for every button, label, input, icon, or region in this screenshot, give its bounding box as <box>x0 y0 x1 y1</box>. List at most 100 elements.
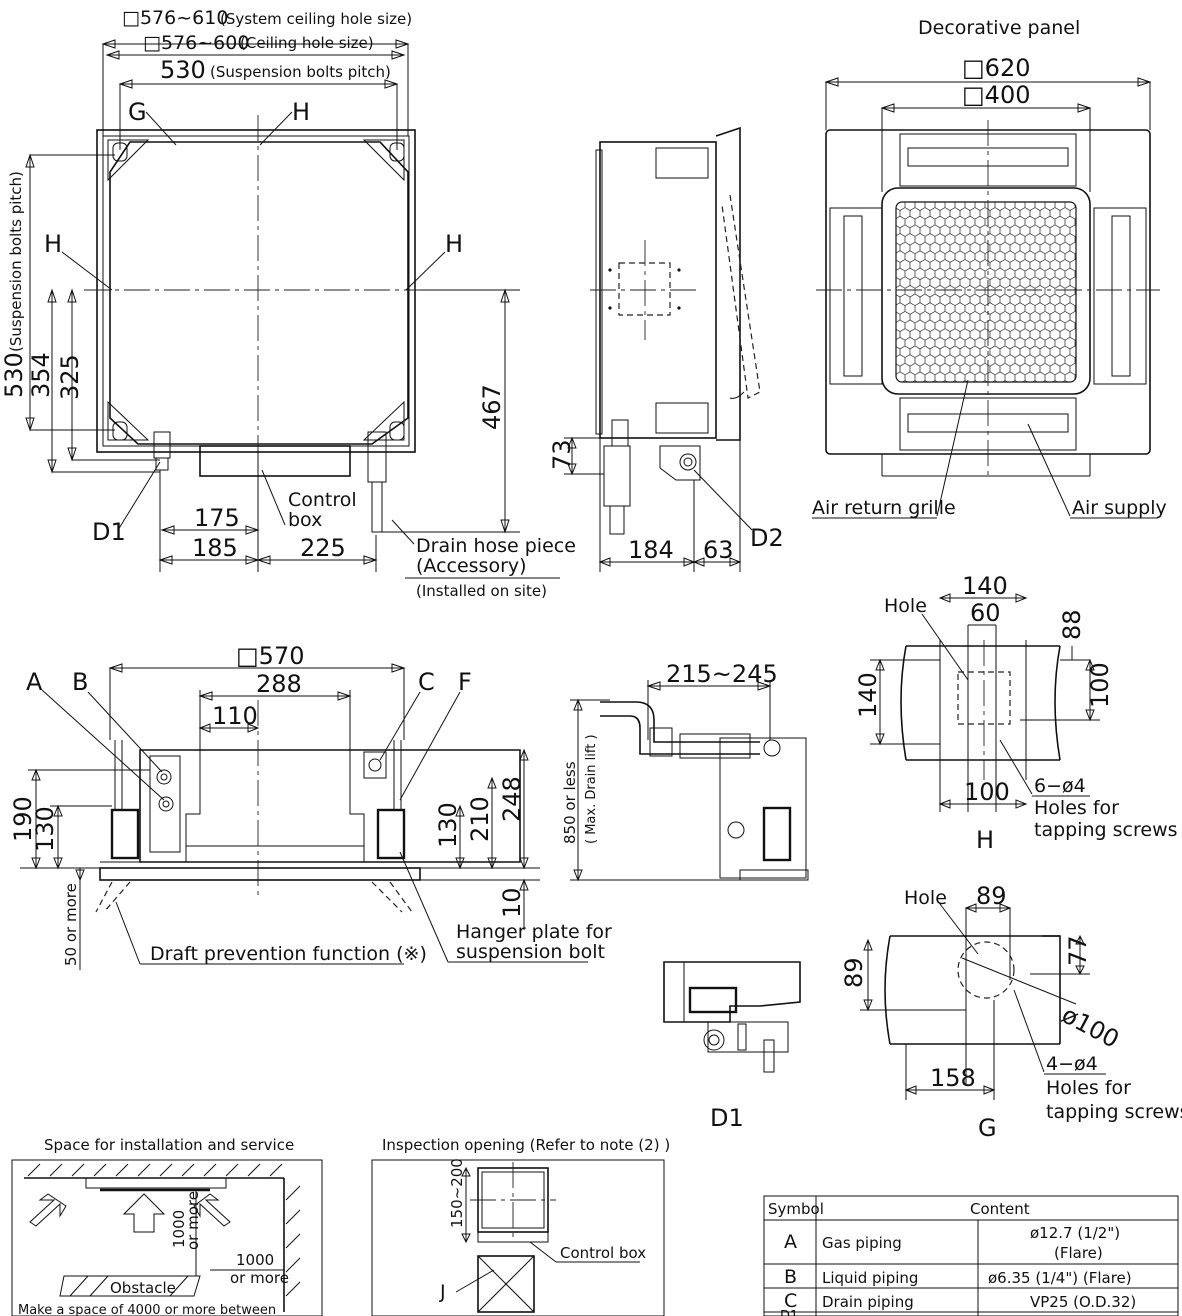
drain-hose-label-2: (Accessory) <box>416 555 527 577</box>
inspection-control-box: Control box <box>560 1244 646 1262</box>
label-b: B <box>72 668 88 696</box>
d1-caption: D1 <box>710 1104 744 1132</box>
g-dim-77: 77 <box>1064 935 1092 966</box>
front-view: □570 288 110 <box>9 642 612 970</box>
decorative-panel: Decorative panel □620 □400 <box>812 17 1167 519</box>
drain-lift-view: 215~245 850 or less ( Max. Drain lift ) <box>561 660 809 882</box>
h-hole: Hole <box>884 595 927 617</box>
dim-570: □570 <box>236 642 304 670</box>
dim-10: 10 <box>498 887 526 918</box>
dim-73: 73 <box>548 439 576 470</box>
table-row-b-spec-1: ø6.35 (1/4") (Flare) <box>988 1269 1132 1287</box>
detail-d1: D1 <box>663 961 801 1132</box>
dim-210: 210 <box>466 796 494 842</box>
dim-325: 325 <box>56 354 84 400</box>
table-header-content: Content <box>970 1200 1030 1218</box>
g-dim-158: 158 <box>930 1064 976 1092</box>
h-dim-100-right: 100 <box>1086 662 1114 708</box>
g-holes-2: tapping screws <box>1046 1101 1182 1123</box>
bolt-pitch-v-dim: 530 <box>0 352 28 398</box>
table-row-d1-symbol: D1 <box>780 1309 798 1316</box>
g-holes-count: 4−ø4 <box>1046 1053 1098 1075</box>
control-box-label-1: Control <box>288 489 357 511</box>
space-1000-h1: 1000 <box>236 1251 274 1269</box>
h-dim-140-left: 140 <box>854 672 882 718</box>
table-row-a-name: Gas piping <box>822 1234 902 1252</box>
bolt-pitch-h-dim: 530 <box>160 56 206 84</box>
hanger-label-2: suspension bolt <box>456 941 605 963</box>
label-g: G <box>128 98 147 126</box>
system-ceiling-hole-note: (System ceiling hole size) <box>220 10 412 28</box>
system-ceiling-hole-dim: □576~610 <box>122 7 228 29</box>
top-view: □576~610 (System ceiling hole size) □576… <box>0 7 576 600</box>
table-row-a-symbol: A <box>784 1231 797 1253</box>
space-for-installation: Space for installation and service 1000 … <box>11 1136 323 1316</box>
table-row-c-symbol: C <box>784 1290 797 1312</box>
label-h-top: H <box>292 98 310 126</box>
label-h-left: H <box>44 230 62 258</box>
hanger-label-1: Hanger plate for <box>456 921 612 943</box>
ceiling-hole-dim: □576~600 <box>143 32 249 54</box>
space-note: Make a space of 4000 or more between <box>18 1303 276 1316</box>
dim-225: 225 <box>300 534 346 562</box>
drain-lift-1: 850 or less <box>561 761 579 844</box>
panel-title: Decorative panel <box>918 17 1080 39</box>
dim-110: 110 <box>212 702 258 730</box>
g-dim-dia: ø100 <box>1057 1001 1124 1054</box>
dim-248: 248 <box>498 776 526 822</box>
h-dim-100-bottom: 100 <box>964 778 1010 806</box>
detail-h: 140 60 Hole 88 140 100 100 6−ø4 Holes fo… <box>854 572 1178 854</box>
ceiling-hole-note: (Ceiling hole size) <box>240 34 374 52</box>
table-row-b-name: Liquid piping <box>822 1269 918 1287</box>
symbol-table: Symbol Content A Gas piping ø12.7 (1/2")… <box>763 1195 1179 1316</box>
dim-354: 354 <box>27 352 55 398</box>
h-holes-count: 6−ø4 <box>1034 775 1086 797</box>
dim-184: 184 <box>628 536 674 564</box>
air-supply-label: Air supply <box>1072 497 1167 519</box>
draft-label: Draft prevention function (※) <box>150 943 427 965</box>
table-header-symbol: Symbol <box>768 1200 824 1218</box>
dim-175: 175 <box>194 504 240 532</box>
dim-185: 185 <box>192 534 238 562</box>
space-1000-h2: or more <box>230 1269 289 1287</box>
air-return-label: Air return grille <box>812 497 956 519</box>
panel-dim-620: □620 <box>962 54 1030 82</box>
inspection-j: J <box>439 1281 446 1303</box>
label-a: A <box>26 668 43 696</box>
bolt-pitch-h-note: (Suspension bolts pitch) <box>210 63 391 81</box>
dim-50-or-more: 50 or more <box>62 883 80 966</box>
space-title: Space for installation and service <box>44 1136 294 1154</box>
dim-467: 467 <box>478 384 506 430</box>
dim-63: 63 <box>703 536 734 564</box>
g-dim-89-left: 89 <box>840 957 868 988</box>
g-caption: G <box>978 1114 997 1142</box>
h-holes-2: tapping screws <box>1034 819 1178 841</box>
h-holes-1: Holes for <box>1034 797 1119 819</box>
table-row-a-spec-2: (Flare) <box>1054 1244 1103 1262</box>
g-dim-89-top: 89 <box>976 882 1007 910</box>
g-holes-1: Holes for <box>1046 1077 1131 1099</box>
h-caption: H <box>976 826 994 854</box>
h-dim-140-top: 140 <box>962 572 1008 600</box>
space-1000-v1: 1000 <box>170 1210 188 1248</box>
h-dim-60: 60 <box>970 599 1001 627</box>
label-d1: D1 <box>92 518 126 546</box>
label-c: C <box>418 668 435 696</box>
dim-130-right: 130 <box>434 802 462 848</box>
dim-130-left: 130 <box>31 806 59 852</box>
drain-hose-label-1: Drain hose piece <box>416 535 576 557</box>
detail-g: 89 Hole 77 89 ø100 158 4−ø4 Holes for ta… <box>840 882 1182 1142</box>
table-row-c-name: Drain piping <box>822 1293 914 1311</box>
drain-lift-2: ( Max. Drain lift ) <box>584 734 599 844</box>
inspection-title: Inspection opening (Refer to note (2) ) <box>382 1136 670 1154</box>
table-row-a-spec-1: ø12.7 (1/2") <box>1030 1224 1120 1242</box>
drain-hose-label-3: (Installed on site) <box>416 582 547 600</box>
table-row-b-symbol: B <box>784 1266 797 1288</box>
drain-dim-215-245: 215~245 <box>666 660 778 688</box>
label-f: F <box>458 668 472 696</box>
dim-190: 190 <box>9 796 37 842</box>
control-box-label-2: box <box>288 509 322 531</box>
label-d2: D2 <box>750 524 784 552</box>
label-h-right: H <box>445 230 463 258</box>
